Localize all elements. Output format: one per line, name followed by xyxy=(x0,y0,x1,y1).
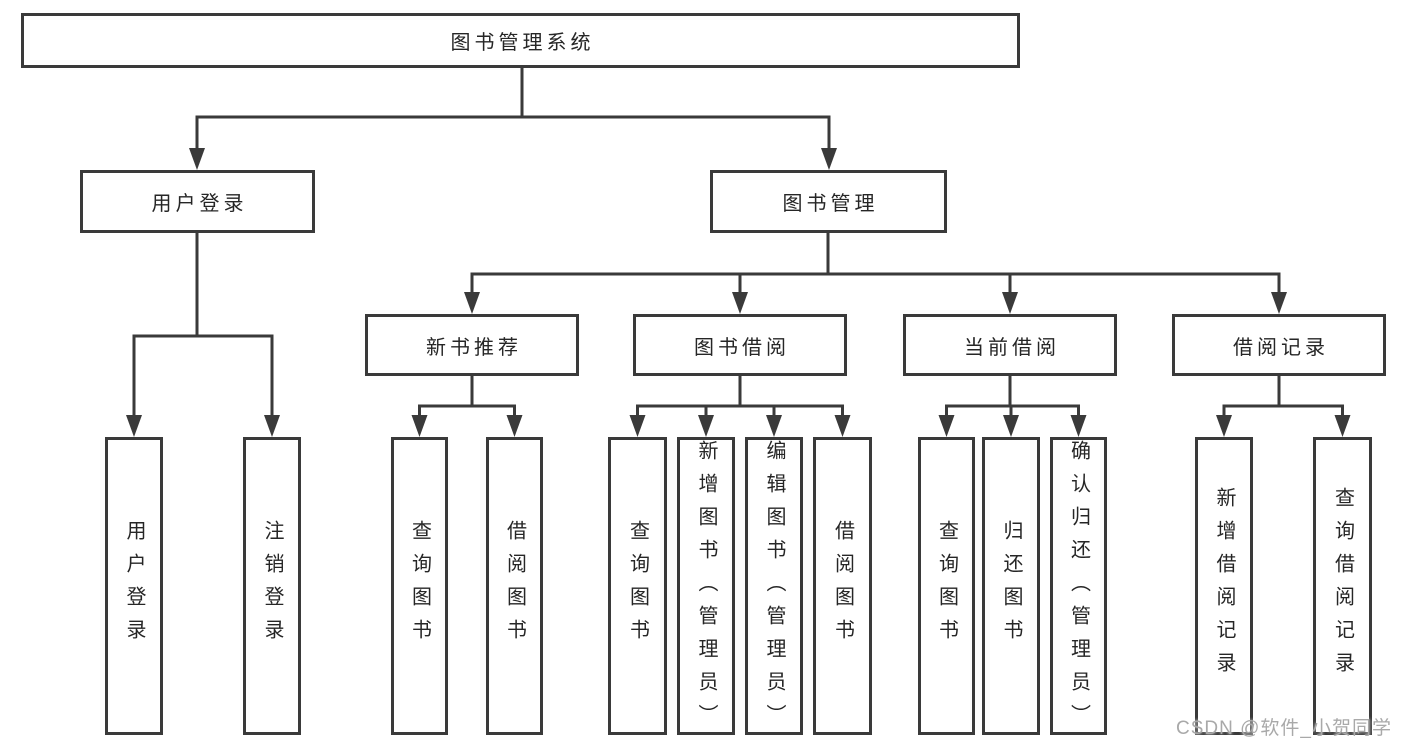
leaf-rec-query-books: 查询图书 xyxy=(391,437,448,735)
leaf-borrow-edit-books-admin: 编辑图书（管理员） xyxy=(745,437,803,737)
leaf-logout: 注销登录 xyxy=(243,437,301,735)
leaf-user-login: 用户登录 xyxy=(105,437,163,735)
node-label: 图书借阅 xyxy=(694,336,790,359)
leaf-label: 新增借阅记录 xyxy=(1213,487,1235,685)
arrowheads xyxy=(126,148,1351,437)
node-label: 图书管理系统 xyxy=(450,32,595,54)
leaf-rec-borrow-books: 借阅图书 xyxy=(486,437,543,735)
leaf-borrow-borrow-books: 借阅图书 xyxy=(813,437,872,735)
leaf-records-add-borrow-record: 新增借阅记录 xyxy=(1195,437,1253,735)
leaf-label: 借阅图书 xyxy=(831,520,854,652)
node-current-borrowing: 当前借阅 xyxy=(903,314,1117,376)
leaf-label: 编辑图书（管理员） xyxy=(763,440,785,737)
leaf-label: 查询图书 xyxy=(626,520,649,652)
node-user-login: 用户登录 xyxy=(80,170,315,233)
leaf-label: 确认归还（管理员） xyxy=(1067,440,1090,737)
node-label: 用户登录 xyxy=(151,193,248,215)
connector-paths xyxy=(132,68,1344,419)
leaf-label: 查询图书 xyxy=(935,520,958,652)
leaf-label: 注销登录 xyxy=(261,520,283,652)
leaf-borrow-query-books: 查询图书 xyxy=(608,437,667,735)
leaf-records-query-borrow-record: 查询借阅记录 xyxy=(1313,437,1372,735)
leaf-borrow-add-books-admin: 新增图书（管理员） xyxy=(677,437,735,737)
leaf-label: 新增图书（管理员） xyxy=(695,440,717,737)
leaf-label: 查询借阅记录 xyxy=(1331,487,1354,685)
leaf-label: 查询图书 xyxy=(408,520,431,652)
node-library-management-system: 图书管理系统 xyxy=(21,13,1020,68)
node-book-borrowing: 图书借阅 xyxy=(633,314,847,376)
leaf-current-query-books: 查询图书 xyxy=(918,437,975,735)
watermark: CSDN @软件_小贺同学 xyxy=(1176,718,1392,739)
leaf-label: 借阅图书 xyxy=(503,520,526,652)
node-new-book-recommendation: 新书推荐 xyxy=(365,314,579,376)
node-label: 图书管理 xyxy=(782,193,879,215)
leaf-current-confirm-return-admin: 确认归还（管理员） xyxy=(1050,437,1107,737)
leaf-label: 归还图书 xyxy=(1000,520,1022,652)
node-label: 借阅记录 xyxy=(1233,336,1329,359)
leaf-current-return-books: 归还图书 xyxy=(982,437,1040,735)
leaf-label: 用户登录 xyxy=(123,520,145,652)
node-borrowing-records: 借阅记录 xyxy=(1172,314,1386,376)
node-book-management: 图书管理 xyxy=(710,170,947,233)
node-label: 当前借阅 xyxy=(964,336,1060,359)
node-label: 新书推荐 xyxy=(426,336,522,359)
